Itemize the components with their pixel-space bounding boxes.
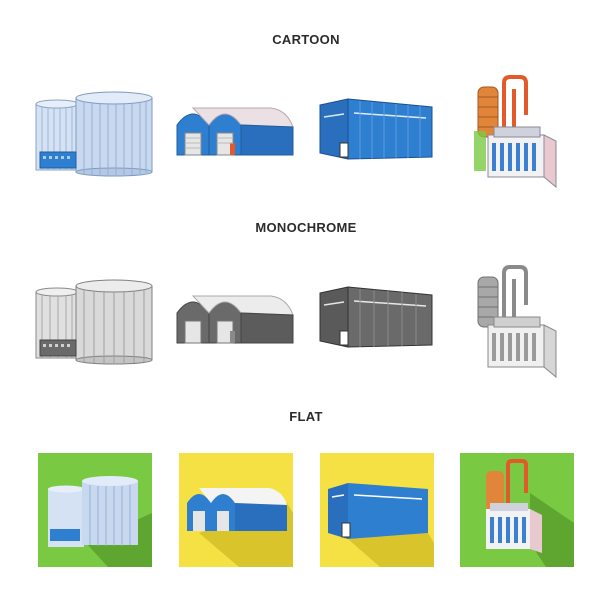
section-title-cartoon: CARTOON — [272, 32, 340, 47]
hangar-icon — [176, 295, 294, 344]
storage-tanks-icon — [38, 453, 152, 567]
warehouse-icon — [320, 453, 434, 567]
factory-plant-icon — [474, 75, 557, 189]
section-title-monochrome: MONOCHROME — [255, 220, 357, 235]
warehouse-icon — [319, 286, 433, 348]
hangar-icon — [179, 453, 293, 567]
section-title-flat: FLAT — [289, 409, 323, 424]
warehouse-icon — [319, 98, 433, 160]
storage-tanks-icon — [35, 279, 153, 365]
hangar-icon — [176, 107, 294, 156]
storage-tanks-icon — [35, 91, 153, 177]
factory-plant-icon — [477, 265, 557, 379]
factory-plant-icon — [460, 453, 574, 567]
